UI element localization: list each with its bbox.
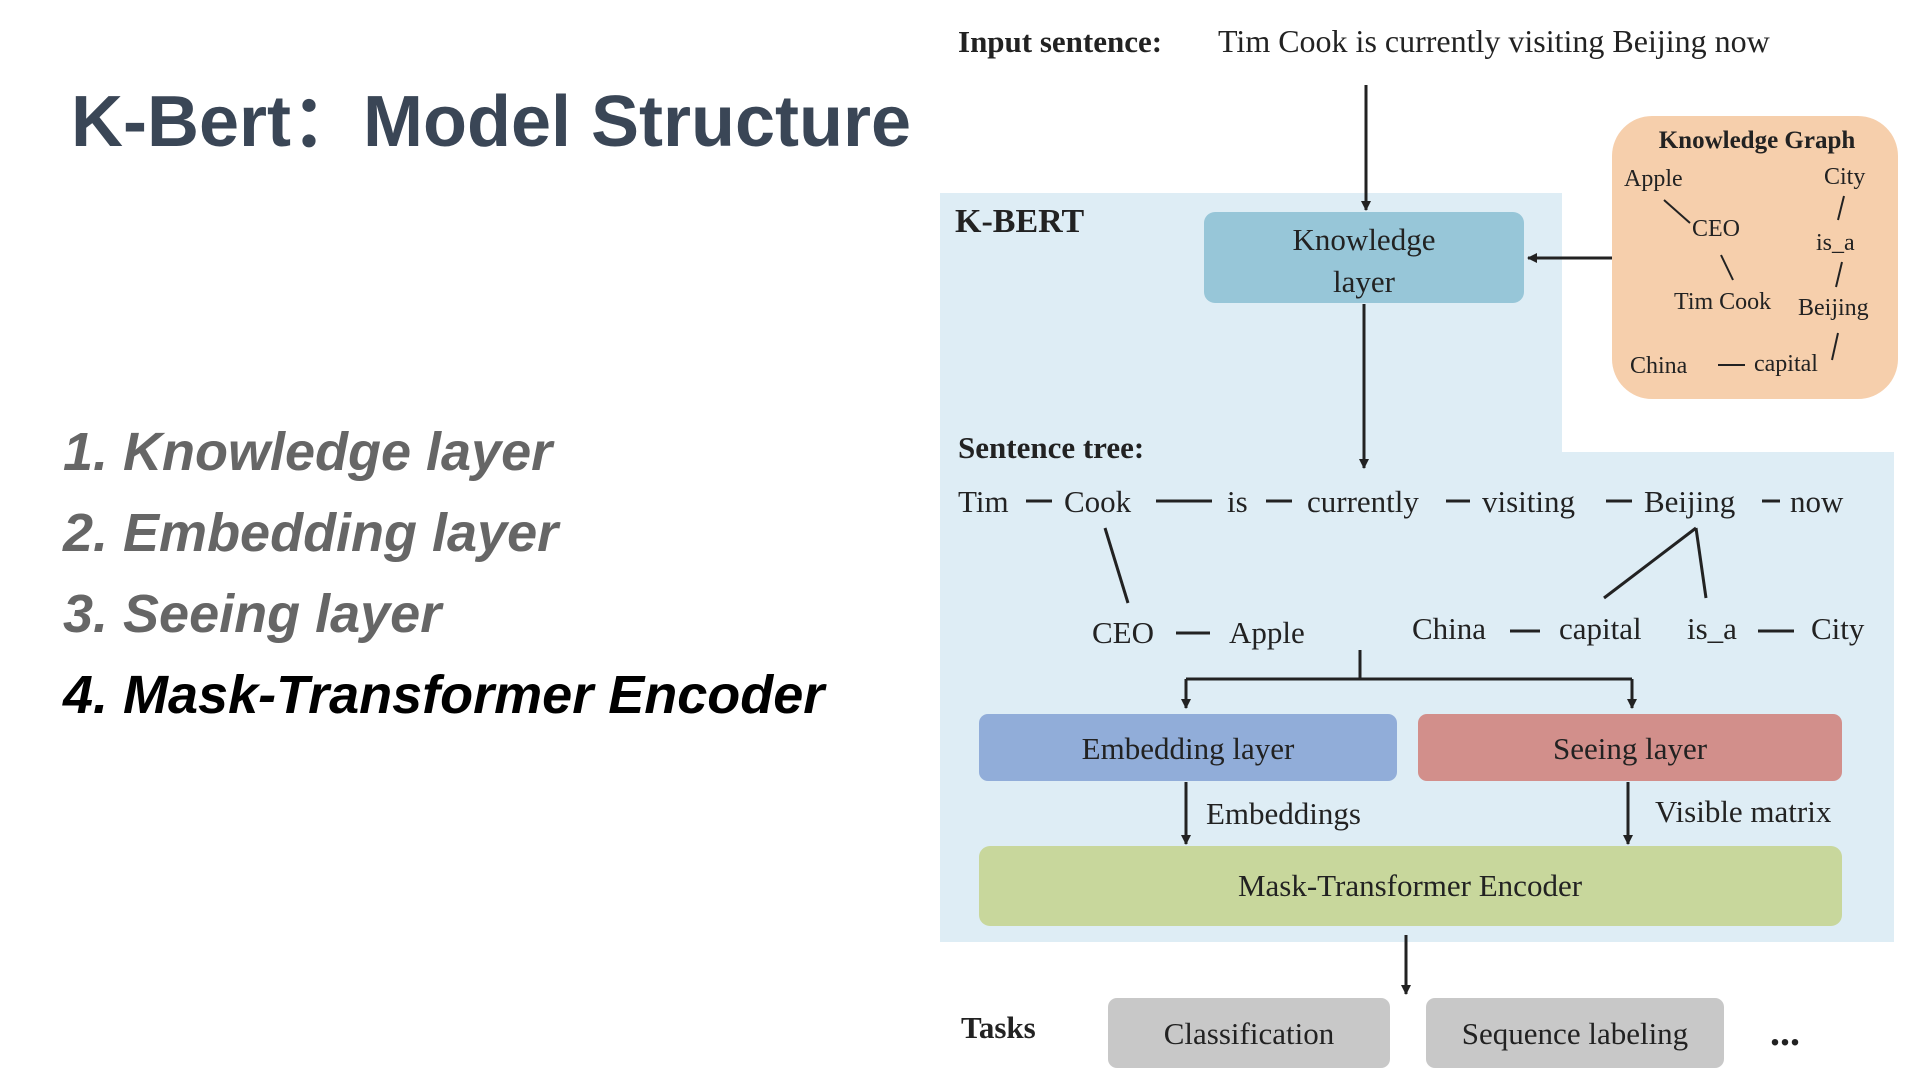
input-sentence-label: Input sentence:	[958, 24, 1162, 59]
task-classification-label: Classification	[1164, 1016, 1335, 1051]
tree-word-currently: currently	[1307, 484, 1419, 519]
knowledge-graph-title: Knowledge Graph	[1659, 127, 1856, 154]
kg-node-china: China	[1630, 353, 1688, 379]
seeing-layer-box	[1418, 714, 1842, 781]
kg-edges	[1663, 195, 1845, 366]
kg-node-beijing: Beijing	[1798, 295, 1869, 321]
tree-word-now: now	[1790, 484, 1844, 519]
input-sentence-text: Tim Cook is currently visiting Beijing n…	[1218, 23, 1770, 59]
tree-word-visiting: visiting	[1482, 484, 1575, 519]
tree-word-beijing: Beijing	[1644, 484, 1735, 519]
tree-word-tim: Tim	[958, 484, 1009, 519]
knowledge-layer-label-line1: Knowledge	[1293, 222, 1436, 257]
tree-word-city: City	[1811, 611, 1865, 646]
tree-word-ceo: CEO	[1092, 615, 1154, 650]
kg-node-ceo: CEO	[1692, 216, 1740, 242]
knowledge-layer-label-line2: layer	[1333, 264, 1396, 299]
kg-node-apple: Apple	[1624, 166, 1683, 192]
mask-transformer-encoder-box	[979, 846, 1842, 926]
tree-word-is-a: is_a	[1687, 611, 1737, 646]
task-sequence-labeling-box	[1426, 998, 1724, 1068]
split-connector	[1181, 650, 1637, 709]
knowledge-layer-box	[1204, 212, 1524, 303]
slide-title: K-Bert：Model Structure	[71, 82, 912, 162]
embedding-layer-label: Embedding layer	[1082, 731, 1295, 766]
kg-node-capital: capital	[1754, 351, 1818, 377]
embeddings-label: Embeddings	[1206, 796, 1361, 831]
kg-node-is-a: is_a	[1816, 230, 1855, 256]
tree-word-china: China	[1412, 611, 1486, 646]
tree-word-cook: Cook	[1064, 484, 1132, 519]
sentence-tree-label: Sentence tree:	[958, 430, 1144, 465]
knowledge-graph-box	[1612, 116, 1898, 399]
visible-matrix-label: Visible matrix	[1655, 794, 1832, 829]
outline-item-mask-transformer-encoder: 4. Mask-Transformer Encoder	[63, 665, 825, 725]
task-classification-box	[1108, 998, 1390, 1068]
embedding-layer-box	[979, 714, 1397, 781]
outline-item-knowledge-layer: 1. Knowledge layer	[63, 422, 553, 482]
seeing-layer-label: Seeing layer	[1553, 731, 1708, 766]
tree-word-is: is	[1227, 484, 1248, 519]
tasks-label: Tasks	[961, 1010, 1036, 1045]
outline-item-embedding-layer: 2. Embedding layer	[63, 503, 559, 563]
kbert-label: K-BERT	[955, 203, 1084, 240]
task-sequence-labeling-label: Sequence labeling	[1462, 1016, 1688, 1051]
sentence-tree-trunk: Tim Cook is currently visiting Beijing n…	[958, 484, 1844, 519]
tree-word-capital: capital	[1559, 611, 1642, 646]
tree-word-apple: Apple	[1229, 615, 1305, 650]
tasks-ellipsis: ...	[1770, 1009, 1800, 1054]
kg-node-tim-cook: Tim Cook	[1674, 289, 1771, 315]
sentence-tree-branch-edges	[1103, 526, 1794, 635]
kg-node-city: City	[1824, 164, 1865, 190]
outline-item-seeing-layer: 3. Seeing layer	[63, 584, 442, 644]
mask-transformer-encoder-label: Mask-Transformer Encoder	[1238, 868, 1583, 903]
sentence-tree-branches: CEO Apple China capital is_a City	[1092, 611, 1865, 650]
outline-list: 1. Knowledge layer 2. Embedding layer 3.…	[63, 412, 824, 736]
